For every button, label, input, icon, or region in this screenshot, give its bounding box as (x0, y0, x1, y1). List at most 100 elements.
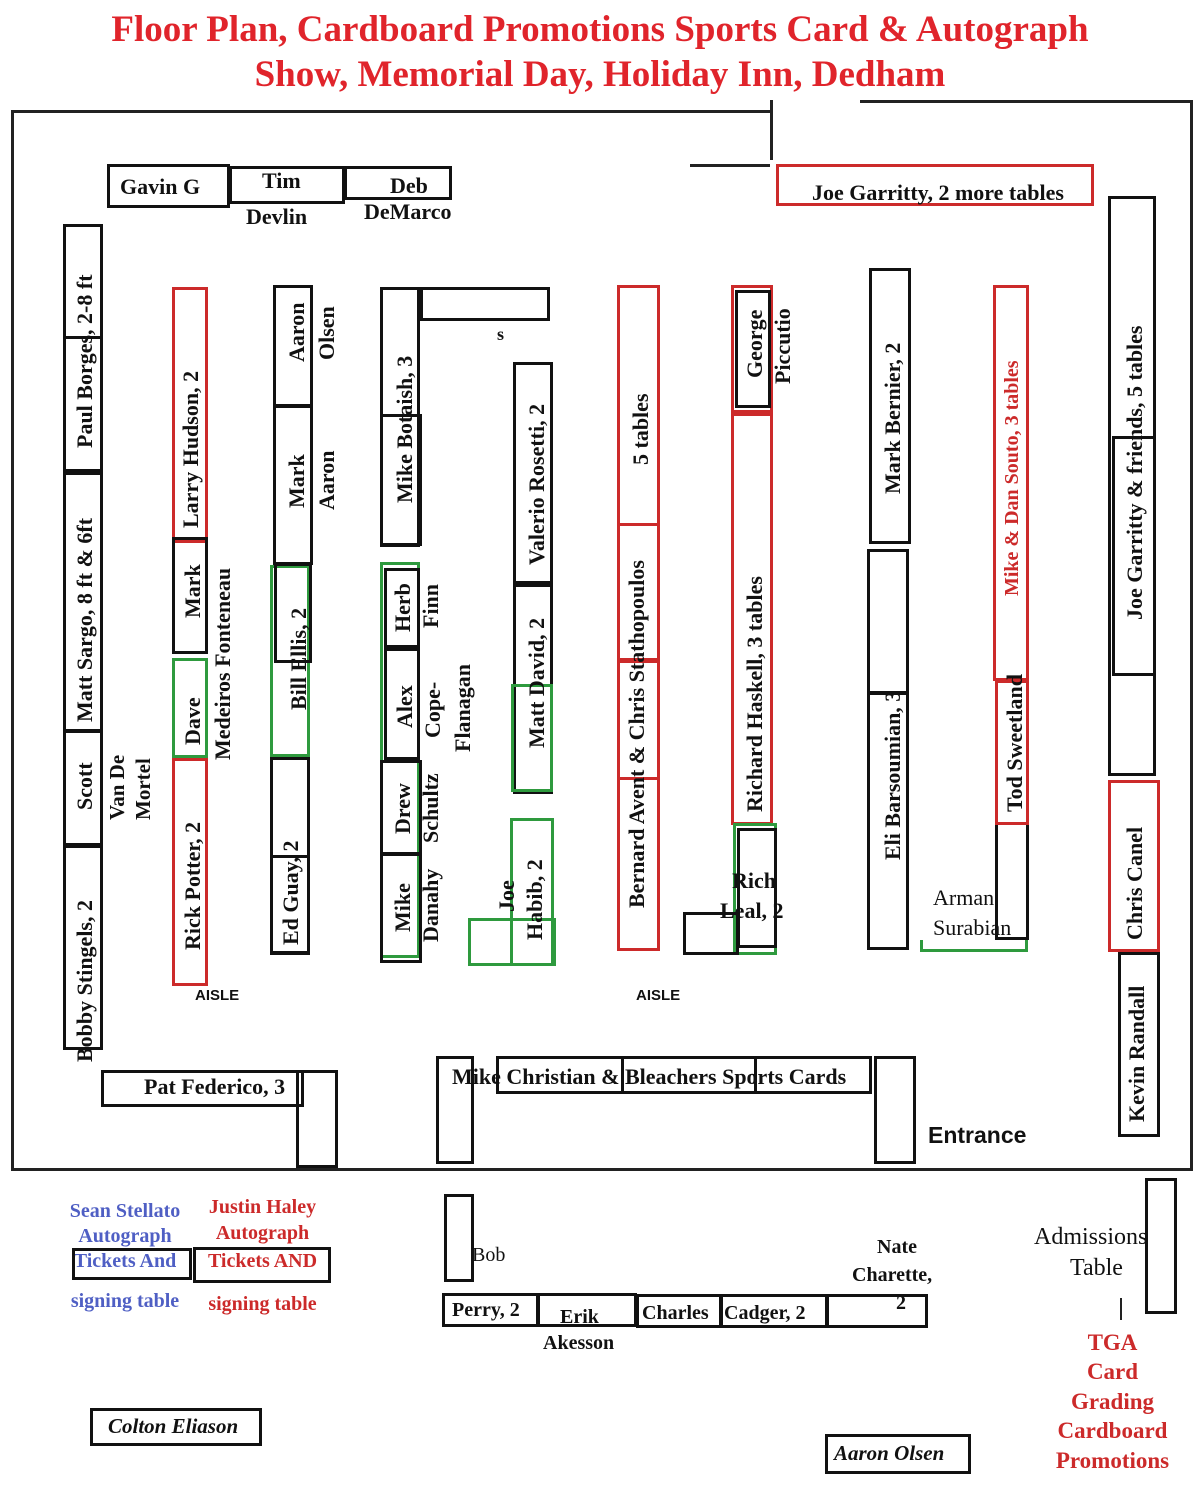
label-souto: Mike & Dan Souto, 3 tables (1001, 360, 1023, 596)
label-larry-hudson: Larry Hudson, 2 (178, 370, 203, 528)
table-valerio (513, 362, 553, 584)
label-justin-4: signing table (208, 1293, 317, 1315)
label-alex: Alex (392, 685, 417, 728)
label-mike-botaish: Mike Botaish, 3 (392, 355, 417, 503)
label-nate-1: Nate (877, 1236, 917, 1258)
label-mark-col2: Mark (284, 454, 309, 508)
label-justin-1: Justin Haley (208, 1196, 317, 1218)
table-bernard-inner-1 (617, 523, 660, 661)
title-line-2: Show, Memorial Day, Holiday Inn, Dedham (254, 54, 946, 95)
label-schultz: Schultz (418, 773, 443, 843)
label-charles: Charles (642, 1302, 709, 1324)
label-chris-canel: Chris Canel (1122, 826, 1147, 940)
table-george-inner (735, 290, 771, 408)
wall-top-mid (690, 164, 770, 167)
label-matt-david: Matt David, 2 (524, 617, 549, 748)
table-souto (993, 285, 1029, 681)
table-arman-surabian (920, 940, 1028, 952)
label-tod-sweetland: Tod Sweetland (1002, 674, 1027, 812)
label-ed-guay: Ed Guay, 2 (278, 840, 303, 945)
label-matt-sargo: Matt Sargo, 8 ft & 6ft (72, 517, 97, 722)
table-aaron-olsen (825, 1434, 971, 1474)
label-tim: Tim (262, 168, 301, 193)
wall-divider (770, 100, 773, 160)
wall-top-left (11, 110, 771, 113)
table-matt-david-green (511, 684, 553, 792)
table-mike-danahy (380, 853, 422, 963)
label-aaron-col2: Aaron (284, 302, 309, 363)
table-mark-col1 (172, 537, 208, 654)
table-joe-garritty-friends-mid (1112, 436, 1156, 676)
wall-left (11, 112, 14, 1170)
label-deb: Deb (390, 173, 428, 198)
label-nate-3: 2 (896, 1292, 906, 1314)
table-mark-bernier (869, 268, 911, 544)
label-sean-3: Tickets And (73, 1250, 177, 1272)
label-mike-christian: Mike Christian & Bleachers Sports Cards (452, 1064, 847, 1089)
label-cope: Cope- (420, 681, 445, 738)
table-rich-leal-base (683, 912, 739, 955)
table-rich-leal-inner (737, 828, 777, 948)
label-colton-eliason: Colton Eliason (108, 1414, 239, 1438)
label-5-tables: 5 tables (628, 393, 653, 466)
label-admissions-2: Table (1070, 1255, 1123, 1281)
table-tod-sweetland-inner (995, 680, 1029, 825)
label-tga-3: Grading (1070, 1389, 1155, 1414)
label-tga-1: TGA (1087, 1330, 1138, 1355)
label-erik-1: Erik (560, 1306, 599, 1328)
table-barsoumian-1 (867, 549, 909, 694)
label-paul-borges: Paul Borges, 2-8 ft (72, 274, 97, 448)
label-arman: Arman (933, 885, 995, 910)
label-flanagan: Flanagan (450, 663, 475, 752)
table-left-wall-2 (63, 336, 103, 472)
table-left-wall-4 (63, 730, 103, 846)
table-left-wall-5 (63, 845, 103, 1050)
label-mike: Mike (390, 883, 415, 932)
table-mike-christian-mid (621, 1056, 757, 1094)
label-tga-5: Promotions (1055, 1448, 1170, 1473)
label-mark-col1: Mark (180, 564, 205, 618)
label-drew: Drew (390, 783, 415, 834)
table-pat-federico-side (296, 1070, 338, 1168)
table-erik (537, 1293, 637, 1327)
label-aisle-1: AISLE (195, 987, 240, 1004)
table-admissions (1145, 1178, 1177, 1314)
table-george (731, 285, 773, 413)
table-mike-christian-right (874, 1056, 916, 1164)
table-barsoumian-2 (867, 692, 909, 950)
title-line-1: Floor Plan, Cardboard Promotions Sports … (111, 9, 1089, 50)
table-rick-potter (172, 758, 208, 986)
table-dave (172, 658, 208, 758)
label-pat-federico: Pat Federico, 3 (144, 1074, 286, 1099)
label-justin-3: Tickets AND (207, 1250, 318, 1272)
label-aaron-olsen: Aaron Olsen (834, 1441, 945, 1465)
label-tga-2: Card (1086, 1359, 1139, 1384)
label-joe-garritty: Joe Garritty, 2 more tables (812, 180, 1064, 205)
table-joe-garritty (776, 164, 1094, 206)
admissions-divider (1120, 1298, 1122, 1320)
table-herb (384, 568, 420, 648)
table-alex (384, 648, 420, 760)
label-cadger: Cadger, 2 (724, 1302, 806, 1324)
label-nate-2: Charette, (852, 1264, 933, 1286)
table-ed-guay-inner (270, 855, 310, 955)
label-aisle-2: AISLE (636, 987, 681, 1004)
label-kevin-randall: Kevin Randall (1124, 985, 1149, 1122)
label-valerio: Valerio Rosetti, 2 (524, 403, 549, 565)
label-medeiros-fonteneau: Medeiros Fonteneau (210, 567, 235, 760)
label-sean-4: signing table (70, 1290, 180, 1312)
label-demarco: DeMarco (364, 199, 452, 224)
label-rick-potter: Rick Potter, 2 (180, 821, 205, 950)
label-entrance: Entrance (928, 1122, 1027, 1148)
table-larry-hudson (172, 287, 208, 543)
table-pat-federico (101, 1070, 304, 1107)
label-danahy: Danahy (418, 868, 443, 942)
table-mike-botaish-inner (380, 414, 422, 546)
label-richard-haskell: Richard Haskell, 3 tables (742, 576, 767, 812)
table-bernard-inner-2 (617, 660, 660, 780)
label-surabian: Surabian (933, 915, 1012, 940)
wall-bottom (11, 1168, 1193, 1171)
label-finn: Finn (418, 583, 443, 628)
label-habib: Habib, 2 (522, 859, 547, 940)
table-bob (444, 1194, 474, 1282)
